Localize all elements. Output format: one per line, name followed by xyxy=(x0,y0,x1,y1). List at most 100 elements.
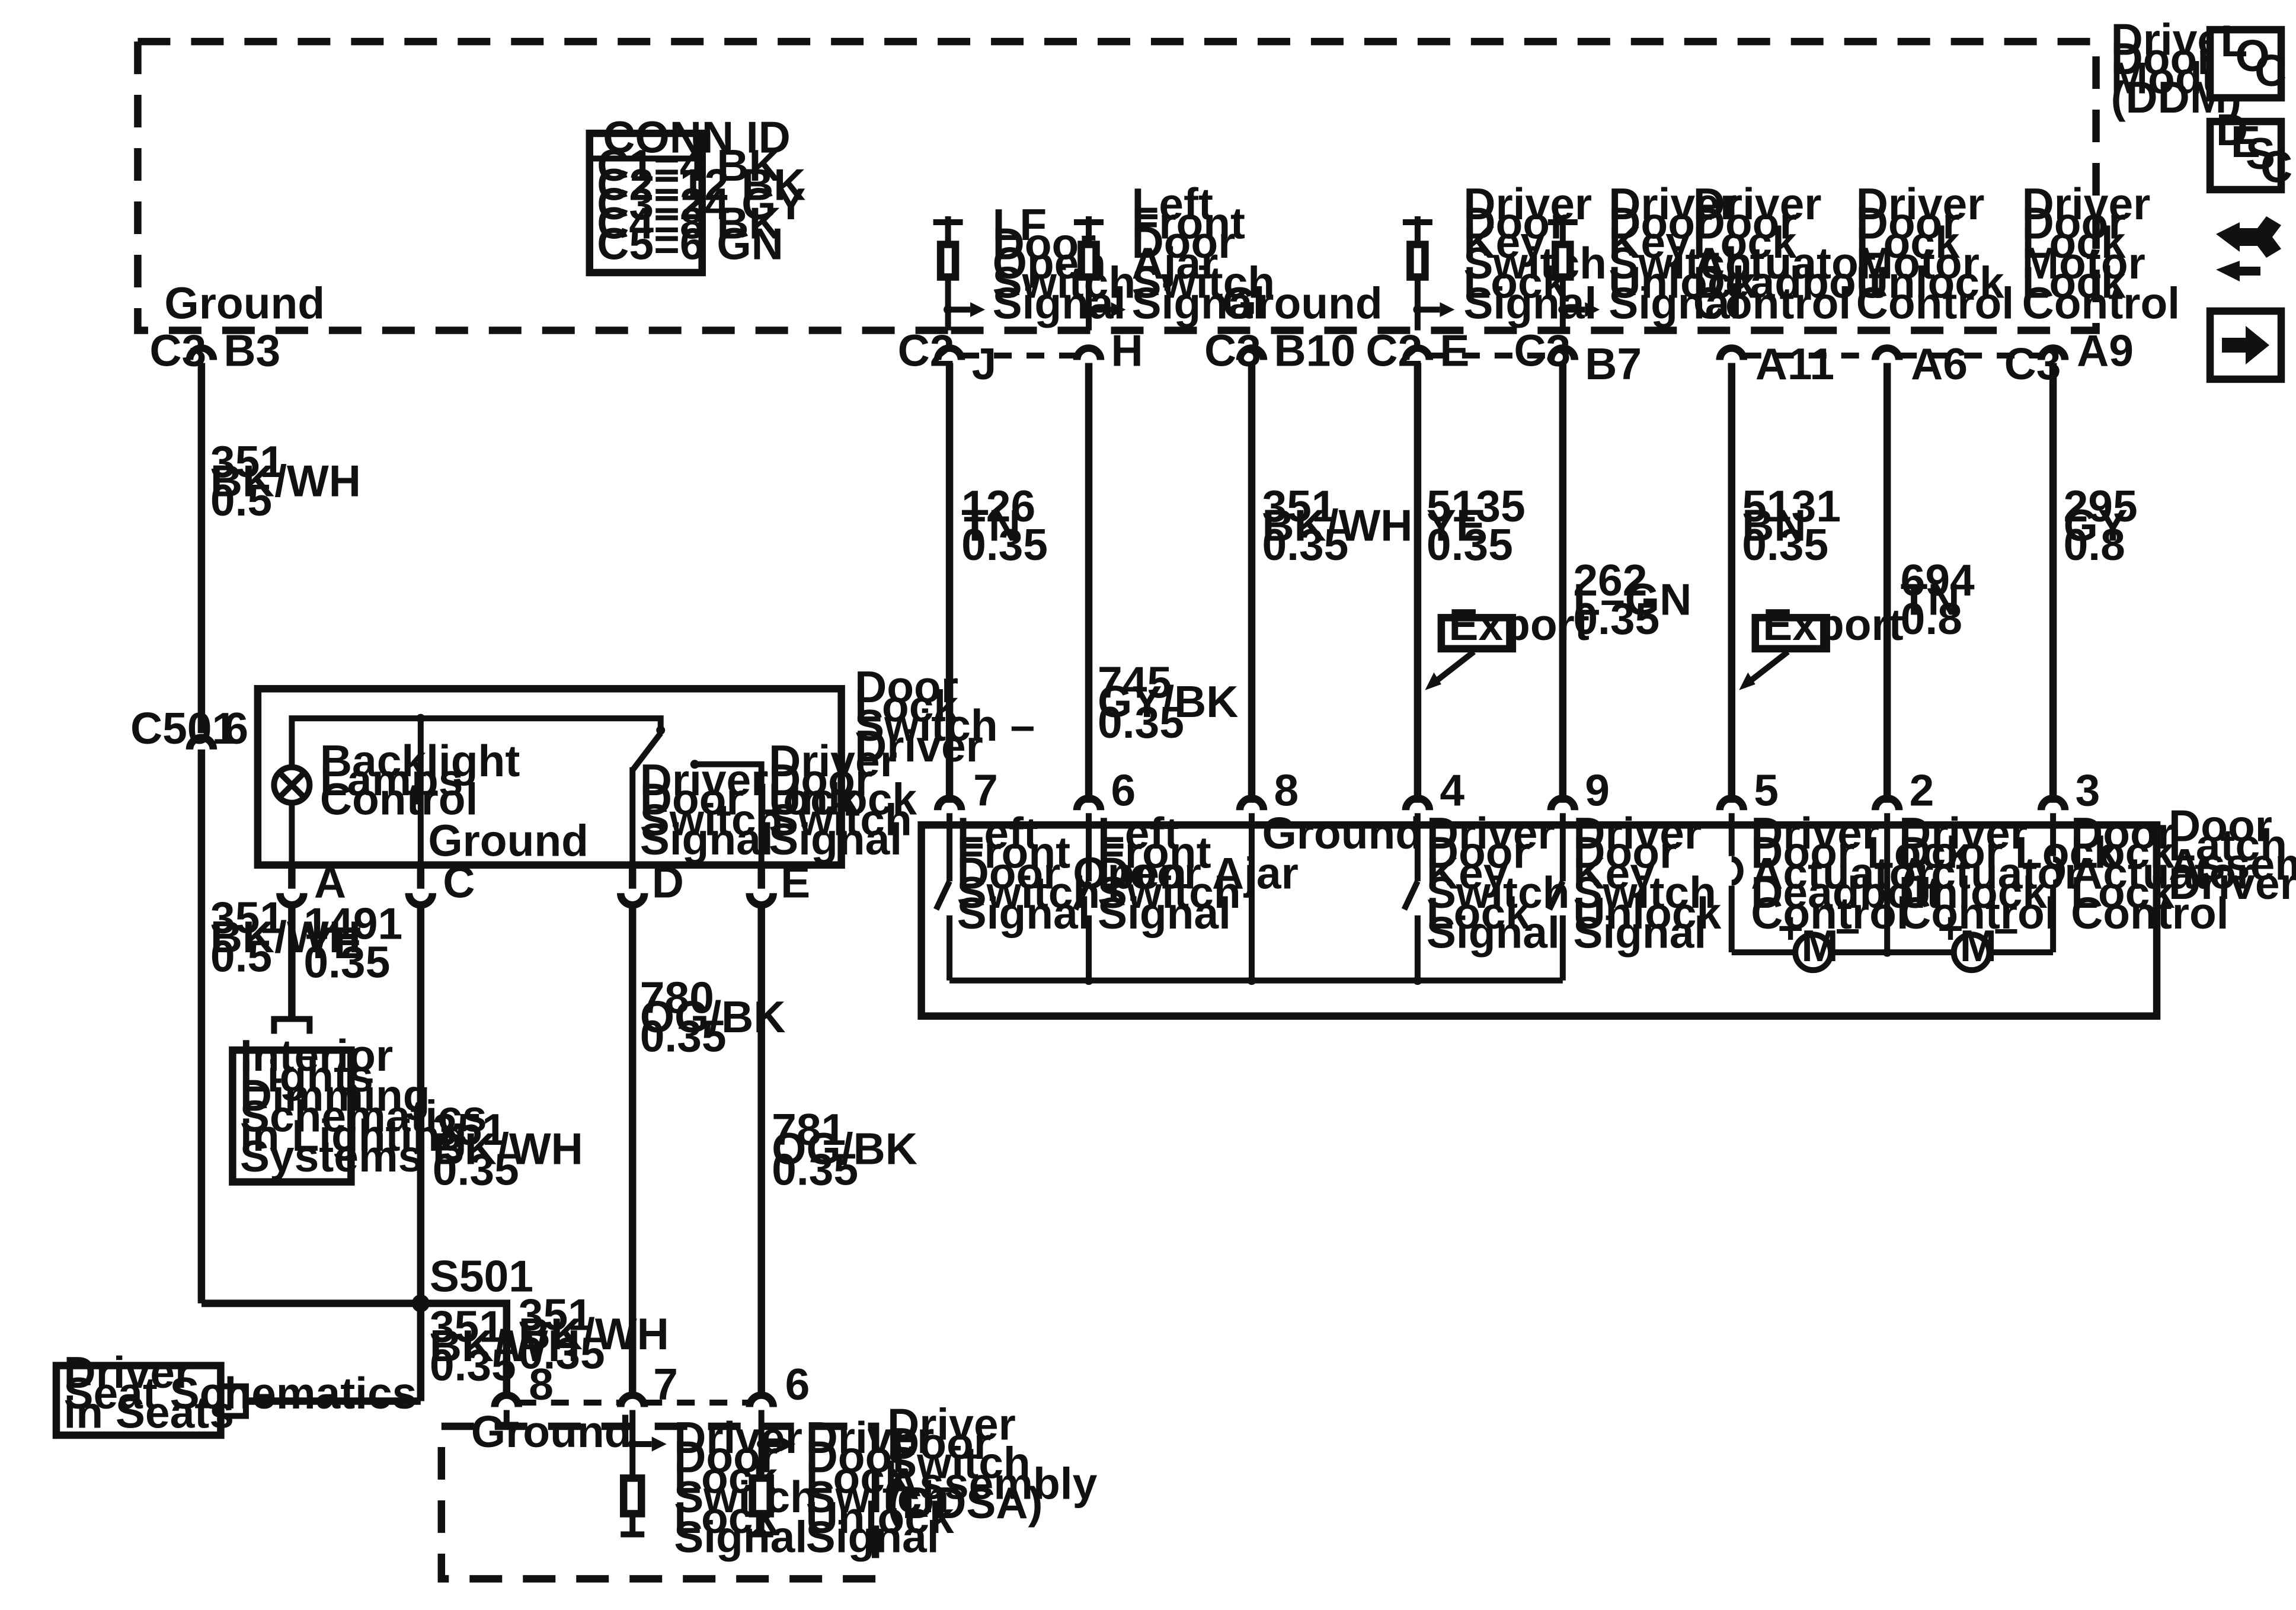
connector-id: C2 xyxy=(898,325,955,375)
ddm-connectors: C3 B3 C2 J H C3 B10 C2 E C3 B7 A11 A6 C3… xyxy=(149,325,2134,388)
reference-text: Interior xyxy=(240,1030,393,1080)
module-label: (DDSA) xyxy=(887,1478,1043,1528)
pin-id: 8 xyxy=(1274,766,1299,815)
desc-icon[interactable]: D E S C xyxy=(2206,105,2292,194)
wire-circuit: 351 xyxy=(430,1302,504,1352)
driver-seat-reference[interactable]: Driver Seat Schematics in Seats xyxy=(52,1347,417,1439)
switch-label: Backlight xyxy=(320,736,520,786)
splice-label: S501 xyxy=(430,1251,533,1301)
ddsa-label: Signal xyxy=(674,1512,807,1561)
latch-label: Control xyxy=(1751,888,1909,938)
pin-id: B7 xyxy=(1585,339,1642,389)
wire-color: GY/BK xyxy=(1098,677,1238,726)
latch-label: Door Lock xyxy=(1751,828,1971,878)
ddm-lf-door-open-input: LF Door Open Switch Signal xyxy=(933,200,1136,331)
ddm-signal-text: Driver xyxy=(2022,179,2151,229)
ddm-signal-text: Door xyxy=(1132,217,1236,267)
desc-letter: E xyxy=(2231,117,2260,167)
latch-label: Unlock xyxy=(1573,888,1721,938)
latch-label: Door Open xyxy=(957,849,1187,898)
interior-lights-reference[interactable]: Interior Lights Dimming Schematics in Li… xyxy=(229,1030,487,1186)
latch-label: Left xyxy=(957,808,1038,858)
next-arrow-icon[interactable] xyxy=(2206,307,2285,383)
export-deadbolt: Export xyxy=(1739,600,1904,690)
latch-label: Signal xyxy=(1573,908,1706,958)
wire-color: YE xyxy=(303,918,363,968)
connector-id: C2 xyxy=(1366,325,1422,375)
reference-text: in Seats xyxy=(63,1387,234,1437)
ddm-signal-text: Control xyxy=(1693,278,1851,328)
pin-id: 6 xyxy=(1111,766,1136,815)
pin-id: 4 xyxy=(1440,766,1464,815)
pin-id: E xyxy=(1440,325,1469,375)
pin-id: A6 xyxy=(1911,339,1968,389)
pin-id: 3 xyxy=(2076,766,2100,815)
pin-id: A11 xyxy=(1755,339,1834,389)
conn-id-line: C1=4 BK xyxy=(597,140,781,190)
wire-circuit: 126 xyxy=(961,481,1035,531)
export-key-lock: Export xyxy=(1425,600,1590,690)
wire-color: BK/WH xyxy=(1262,500,1412,550)
latch-label: Door Ajar xyxy=(1098,849,1299,898)
ddm-signal-text: Signal xyxy=(1132,278,1265,328)
wire-circuit: 745 xyxy=(1098,657,1172,707)
module-label: Latch xyxy=(2169,820,2287,870)
wire-gauge: 0.5 xyxy=(210,932,272,981)
ddsa-label: Unlock xyxy=(806,1493,954,1542)
ddm-signal-text: Ajar xyxy=(1132,238,1219,288)
ddm-signal-text: Door xyxy=(1609,198,1712,248)
wire-circuit: 262 xyxy=(1573,555,1647,605)
module-label: Switch xyxy=(887,1438,1031,1487)
loc-icon[interactable]: L O C xyxy=(2206,16,2287,102)
ddm-motor-unlock-label: Driver Door Lock Motor Unlock Control xyxy=(1856,179,2014,328)
wire-color: GY xyxy=(2064,500,2128,550)
latch-label: Left xyxy=(1098,808,1179,858)
latch-label: Door xyxy=(2071,808,2175,858)
ddsa-module: Driver Door Switch Assembly (DDSA) 8 7 6… xyxy=(437,1359,1098,1583)
switch-label: Lamps xyxy=(320,755,463,805)
ddm-key-lock-input: Driver Door Key Switch Lock Signal xyxy=(1402,179,1607,331)
module-label: Lock xyxy=(855,681,958,731)
connector-id: C501 xyxy=(130,703,236,753)
latch-label: Lock xyxy=(2071,868,2175,917)
switch-label: Switch xyxy=(640,795,784,845)
latch-label: Ground xyxy=(1262,808,1422,858)
loc-letter: C xyxy=(2255,46,2287,95)
pin-id: J xyxy=(972,339,997,389)
loc-letter: O xyxy=(2236,31,2270,81)
ddsa-label: Switch xyxy=(806,1472,949,1522)
pin-id: 2 xyxy=(1910,766,1934,815)
latch-label: Actuator xyxy=(1899,849,2081,898)
module-label: Driver xyxy=(855,721,983,771)
pin-id: E xyxy=(781,857,810,907)
pin-id: 9 xyxy=(1585,766,1610,815)
wire-color: L–GN xyxy=(1573,574,1691,624)
ddm-signal-text: Lock xyxy=(1856,217,1960,267)
ddm-label-2: Door xyxy=(2111,34,2215,84)
ddm-signal-text: Unlock xyxy=(1856,257,2004,307)
wiring-connector-icon[interactable] xyxy=(2216,216,2282,281)
ddm-signal-text: Driver xyxy=(1609,179,1737,229)
side-icons[interactable]: L O C D E S C xyxy=(2206,16,2292,383)
polarity-label: – xyxy=(1994,903,2019,953)
ddm-signal-text: Motor xyxy=(2022,238,2145,288)
reference-text: Seat Schematics xyxy=(63,1368,417,1418)
latch-label: Driver xyxy=(1573,808,1702,858)
ddm-signal-text: Signal xyxy=(1463,278,1597,328)
wire-color: BK/WH xyxy=(210,912,361,962)
switch-label: Driver xyxy=(640,755,769,805)
ddm-deadbolt-label: Driver Door Lock Actuator Deadbolt Contr… xyxy=(1693,179,1884,328)
module-label: Driver xyxy=(887,1399,1016,1449)
wire-circuit: 5131 xyxy=(1742,481,1841,531)
wire-color: BK/WH xyxy=(210,456,361,505)
ddsa-label: Switch xyxy=(674,1472,817,1522)
ddm-signal-text: Actuator xyxy=(1693,238,1876,288)
ddsa-label: Lock xyxy=(806,1452,910,1502)
module-label: Assembly xyxy=(887,1458,1098,1508)
latch-label: Lock xyxy=(2071,828,2175,878)
pin-id: C xyxy=(443,857,475,907)
module-label: Door xyxy=(887,1419,991,1468)
wire-gauge: 0.35 xyxy=(1427,520,1513,569)
motor-icon: M xyxy=(1950,921,1997,974)
